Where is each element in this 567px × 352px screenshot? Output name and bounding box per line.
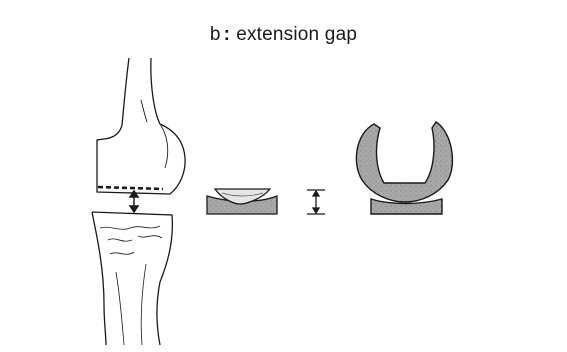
femoral-cut-dashed-line	[98, 187, 163, 189]
tibia-texture-5	[116, 272, 124, 345]
gap-arrow	[130, 191, 138, 212]
gap-measure-marker	[307, 190, 325, 214]
femur-shaft-outline	[97, 58, 185, 194]
tibia-texture-1	[100, 226, 160, 229]
tibia-texture-4	[110, 252, 134, 254]
tibia-outline	[92, 212, 172, 345]
spacer-block-component	[207, 189, 277, 214]
tibia-texture-2	[108, 239, 132, 241]
femoral-component-shell	[356, 122, 452, 202]
tibia-texture-3	[138, 236, 162, 238]
tibia-bone	[92, 212, 172, 345]
femur-detail-line	[141, 100, 147, 122]
femur-bone	[97, 58, 185, 194]
femoral-component	[356, 122, 452, 202]
femur-condyle-line	[160, 124, 168, 168]
tibia-texture-6	[141, 264, 146, 345]
